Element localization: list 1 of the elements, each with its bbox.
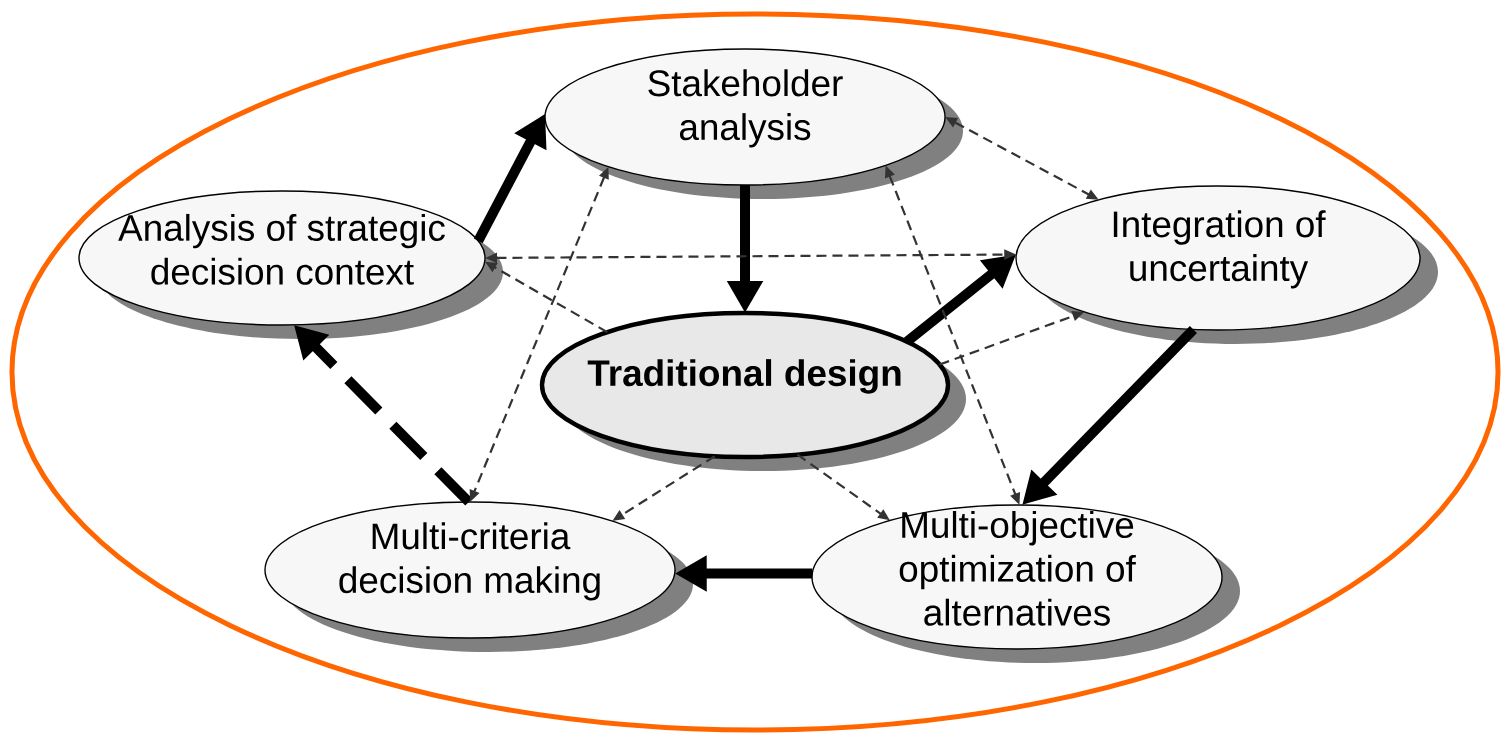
outer-ellipse [9,11,1501,733]
